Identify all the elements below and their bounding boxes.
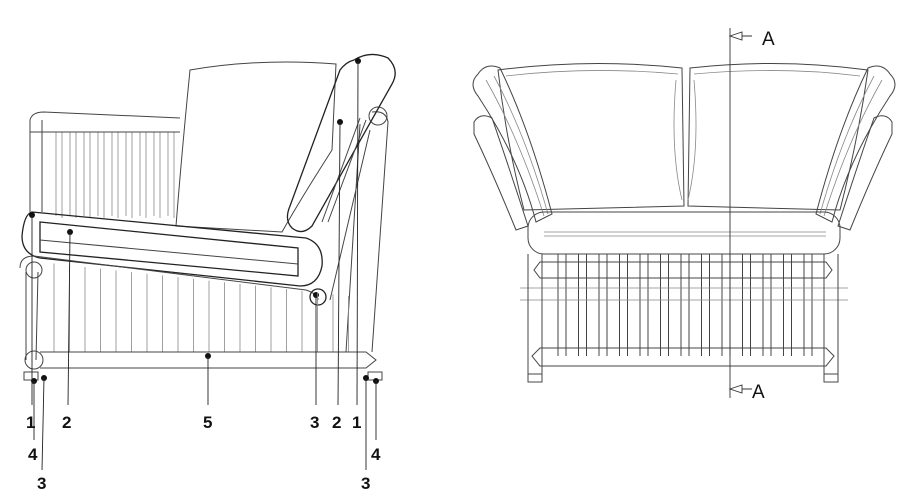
back-cushion-right <box>687 62 869 211</box>
callout-3-joint: 3 <box>310 413 319 432</box>
leader-lines <box>31 60 377 471</box>
arm-cushion-left <box>472 65 553 223</box>
rear-joint <box>309 288 327 306</box>
seat-cushion-front <box>527 211 841 255</box>
arm-frame-right <box>837 115 893 231</box>
front-mid-rail <box>520 287 848 301</box>
callout-3-rear-foot: 3 <box>361 474 370 493</box>
callout-2-seat: 2 <box>62 413 71 432</box>
front-joint <box>25 261 43 279</box>
seat-cushion-section <box>39 221 299 277</box>
arm-cushion-left-inner <box>485 75 549 217</box>
seat-cushion-front-seam <box>544 231 826 237</box>
section-label-top: A <box>762 29 775 50</box>
arm-cushion-inner-line <box>321 117 367 223</box>
front-left-post <box>527 254 543 376</box>
base-front-joint <box>24 350 44 370</box>
front-foot-left <box>527 373 543 383</box>
front-slats <box>557 254 813 356</box>
section-label-bottom: A <box>752 382 765 403</box>
section-arrow-top <box>728 31 752 41</box>
front-upper-rail <box>533 261 833 279</box>
front-lower-rail <box>531 347 835 367</box>
side-view: 1 2 5 3 2 1 4 4 3 3 <box>19 53 396 493</box>
rear-slats <box>55 132 175 218</box>
frame-top-rail <box>29 111 181 133</box>
callout-3-front-foot: 3 <box>37 474 46 493</box>
callout-1-front: 1 <box>26 413 35 432</box>
callout-4-front-foot: 4 <box>28 445 38 464</box>
back-cushion-left-seam <box>505 70 683 201</box>
arm-cushion-right <box>815 65 896 223</box>
back-cushion-left <box>497 62 685 211</box>
base-rail <box>40 351 377 369</box>
lower-slats <box>53 263 349 352</box>
front-right-post <box>823 254 839 376</box>
foot-front <box>23 371 39 381</box>
callout-4-rear-foot: 4 <box>371 445 381 464</box>
callout-1-arm: 1 <box>352 413 361 432</box>
front-foot-right <box>823 373 839 383</box>
frame-top-knob <box>368 106 388 126</box>
arm-frame-left <box>473 115 529 231</box>
front-view: A A <box>472 28 896 403</box>
callout-2-arm: 2 <box>332 413 341 432</box>
section-arrow-bottom <box>728 384 752 394</box>
back-cushion <box>175 61 337 233</box>
back-cushion-right-seam <box>687 70 861 201</box>
seat-cushion <box>21 211 323 287</box>
frame-left-post <box>29 120 43 212</box>
callout-5-base: 5 <box>203 413 212 432</box>
arm-cushion-right-inner <box>819 75 883 217</box>
seat-cushion-split <box>39 239 299 265</box>
arm-cushion <box>286 53 396 233</box>
